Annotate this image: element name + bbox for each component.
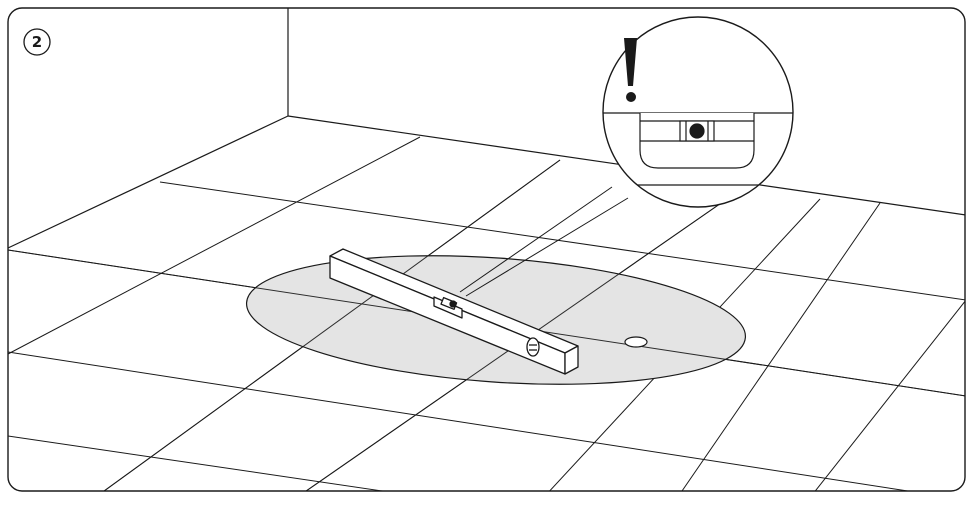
step-number-text: 2 xyxy=(32,33,42,51)
magnifier-callout xyxy=(602,16,794,208)
step-number-badge: 2 xyxy=(23,28,51,56)
room-scene xyxy=(8,8,965,491)
callout-leaders xyxy=(459,186,629,297)
wall-lines xyxy=(8,8,965,249)
warning-icon xyxy=(624,38,637,102)
spirit-level xyxy=(329,248,579,375)
anchor-hole xyxy=(624,336,648,348)
figure-frame xyxy=(7,7,966,492)
